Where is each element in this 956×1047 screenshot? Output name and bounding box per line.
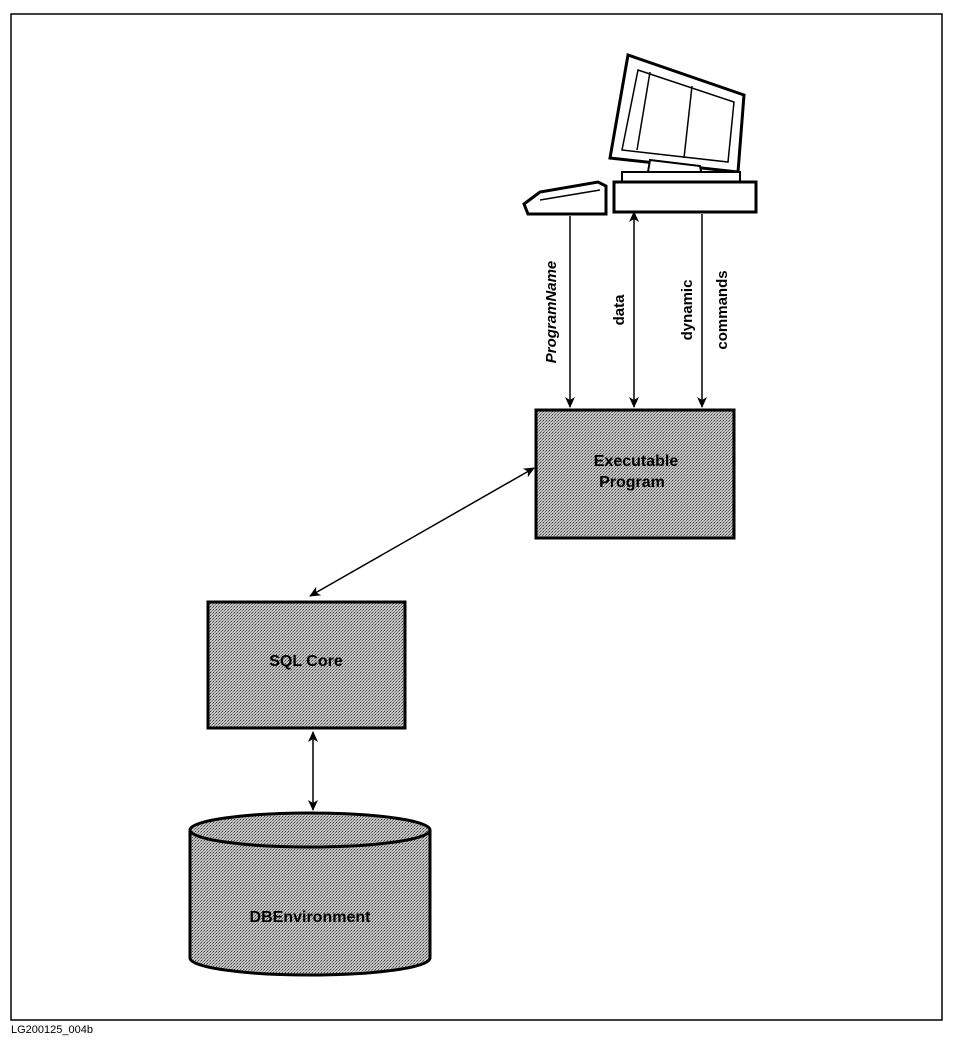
program-name-label: ProgramName bbox=[543, 261, 560, 364]
computer-terminal-icon bbox=[522, 53, 758, 216]
sql-core-box: SQL Core bbox=[206, 600, 407, 730]
executable-program-label-line2: Program bbox=[599, 474, 665, 491]
executable-program-label-line1: Executable bbox=[594, 453, 679, 470]
program-core-arrow bbox=[309, 467, 535, 597]
figure-frame bbox=[10, 13, 943, 1021]
figure-id: LG200125_004b bbox=[11, 1024, 93, 1036]
commands-label: commands bbox=[714, 270, 731, 349]
dynamic-label: dynamic bbox=[679, 280, 696, 341]
dbenvironment-label: DBEnvironment bbox=[250, 909, 372, 926]
executable-program-box: Executable Program bbox=[534, 408, 736, 540]
dbenvironment-cylinder: DBEnvironment bbox=[188, 811, 432, 977]
sql-core-label: SQL Core bbox=[269, 653, 343, 670]
data-label: data bbox=[611, 294, 628, 326]
